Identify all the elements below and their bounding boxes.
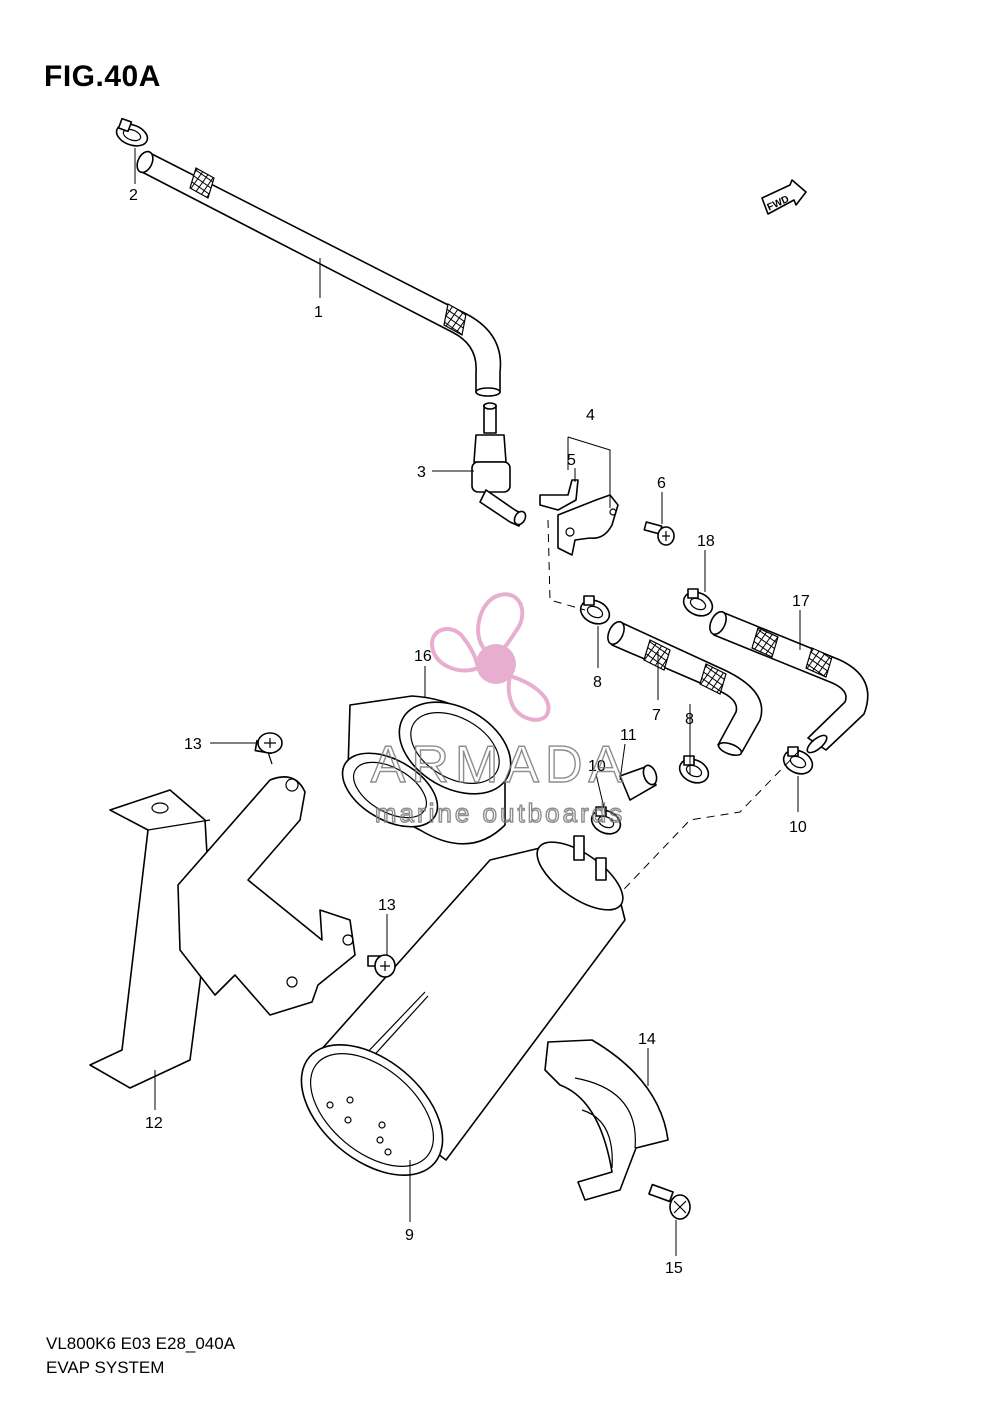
callout-12: 12 xyxy=(145,1115,163,1132)
callout-6: 6 xyxy=(657,475,666,492)
callout-2: 2 xyxy=(129,187,138,204)
screw-part-6 xyxy=(643,521,675,546)
callout-15: 15 xyxy=(665,1260,683,1277)
fitting-part-3 xyxy=(471,402,527,527)
callout-10-left: 10 xyxy=(588,758,606,775)
hose-clamp-part-10-left xyxy=(590,806,622,835)
holder-part-14 xyxy=(544,1039,669,1201)
callout-8-lower: 8 xyxy=(685,711,694,728)
hose-clamp-part-2 xyxy=(115,117,149,147)
hose-part-17 xyxy=(709,610,869,754)
frame-part-12 xyxy=(89,789,211,1089)
hose-clamp-part-8-upper xyxy=(579,595,611,625)
section-name: EVAP SYSTEM xyxy=(46,1358,165,1377)
callout-10-right: 10 xyxy=(789,819,807,836)
callout-18: 18 xyxy=(697,533,715,550)
hose-clamp-part-8-lower xyxy=(678,755,710,784)
callout-7: 7 xyxy=(652,707,661,724)
callout-5: 5 xyxy=(567,452,576,469)
callout-17: 17 xyxy=(792,593,810,610)
figure-title: FIG.40A xyxy=(44,60,161,93)
propeller-logo-icon xyxy=(429,592,551,722)
screw-part-13-upper xyxy=(254,732,283,765)
hose-part-7 xyxy=(607,620,763,757)
callout-13-upper: 13 xyxy=(184,736,202,753)
callout-labels: 2 1 3 4 5 6 18 17 8 7 8 16 11 10 10 13 1… xyxy=(129,187,810,1277)
hose-part-11 xyxy=(619,764,658,801)
callout-11: 11 xyxy=(620,727,637,744)
canister-part-9 xyxy=(300,835,626,1176)
callout-1: 1 xyxy=(314,304,323,321)
watermark-tagline: marine outboards xyxy=(375,798,625,828)
bracket-arm-part-12 xyxy=(177,776,356,1016)
armada-watermark: ARMADA marine outboards xyxy=(370,592,629,829)
bracket-part-4 xyxy=(539,479,619,556)
callout-14: 14 xyxy=(638,1031,656,1048)
hose-clamp-part-10-right xyxy=(782,746,814,775)
callout-3: 3 xyxy=(417,464,426,481)
connection-lines xyxy=(547,519,801,907)
fwd-direction-arrow-icon: FWD xyxy=(761,179,807,215)
watermark-brand: ARMADA xyxy=(371,736,629,794)
callout-16: 16 xyxy=(414,648,432,665)
callout-9: 9 xyxy=(405,1227,414,1244)
callout-8-upper: 8 xyxy=(593,674,602,691)
leader-lines xyxy=(134,148,801,1256)
hose-part-1 xyxy=(136,150,502,397)
hose-clamp-part-18 xyxy=(682,588,714,617)
sleeve-part-16 xyxy=(341,695,512,845)
callout-13-lower: 13 xyxy=(378,897,396,914)
callout-4: 4 xyxy=(586,407,595,424)
screw-part-15 xyxy=(648,1183,691,1220)
bracket-leader-4 xyxy=(567,436,611,508)
screw-part-13-lower xyxy=(367,954,396,978)
model-code: VL800K6 E03 E28_040A xyxy=(46,1334,236,1353)
